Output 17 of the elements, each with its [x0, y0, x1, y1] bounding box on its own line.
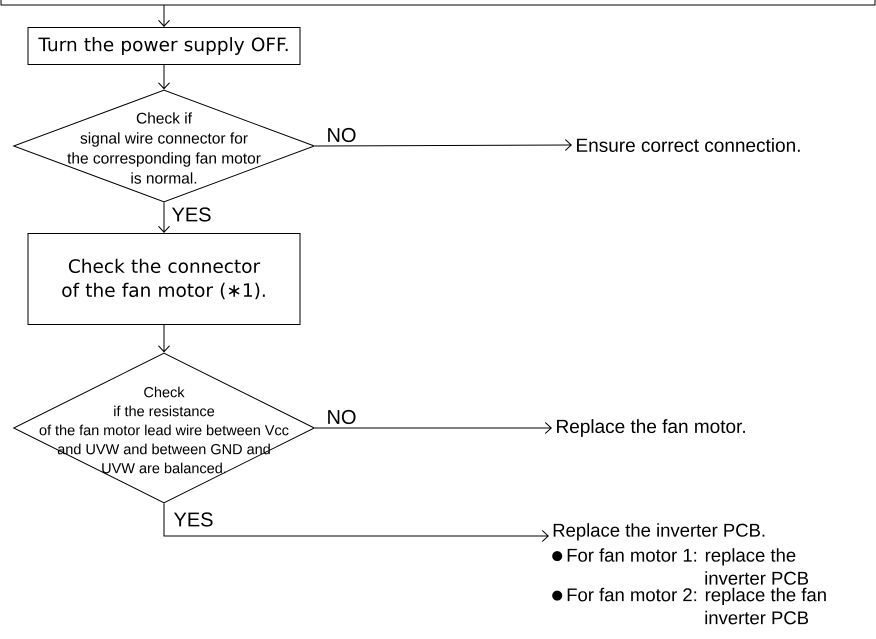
- edge-label: NO: [326, 408, 358, 426]
- arrow: [158, 202, 170, 233]
- arrow: [164, 503, 549, 542]
- process-box: Check the connector of the fan motor (∗1).: [28, 233, 300, 325]
- arrow: [158, 64, 170, 90]
- result-text: Replace the inverter PCB. For fan motor 1: replace the inverter PCB For fan motor 2: replace the fan inverter PCB: [552, 523, 826, 624]
- arrow: [314, 422, 552, 434]
- result-text: Ensure correct connection.: [577, 138, 800, 152]
- result-text: Replace the fan motor.: [557, 419, 745, 437]
- edge-label: NO: [326, 126, 358, 144]
- process-box: [0, 0, 876, 6]
- edge-label: YES: [172, 511, 215, 528]
- arrow: [158, 324, 170, 352]
- arrow: [158, 5, 170, 27]
- edge-label: YES: [170, 206, 213, 223]
- arrow: [314, 139, 572, 152]
- process-box: Turn the power supply OFF.: [28, 27, 300, 65]
